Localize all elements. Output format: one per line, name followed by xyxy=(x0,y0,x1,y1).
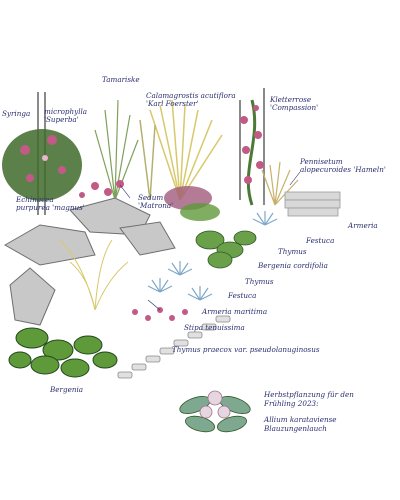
festuca-tufts xyxy=(147,211,278,301)
stone-wall xyxy=(284,191,341,217)
stepping-stones xyxy=(117,315,231,379)
label-syringa: Syringa xyxy=(2,109,31,118)
legend-line-1: Herbstpflanzung für den xyxy=(264,390,354,399)
label-tamariske: Tamariske xyxy=(102,75,140,84)
kletterrose xyxy=(240,99,264,206)
tamariske-shrub xyxy=(94,99,139,201)
label-bergenia-cordifolia: Bergenia cordifolia xyxy=(258,261,328,270)
label-armeria-right: Armeria xyxy=(348,221,378,230)
sedum-plant xyxy=(164,186,220,221)
armeria-maritima xyxy=(132,307,188,321)
rocks xyxy=(3,197,176,326)
label-festuca-right: Festuca xyxy=(306,236,335,245)
label-echinacea: Echinacea purpurea 'magnus' xyxy=(16,195,85,212)
label-festuca-lower: Festuca xyxy=(228,291,257,300)
label-pennisetum: Pennisetum alopecuroides 'Hameln' xyxy=(300,157,386,174)
label-thymus-praecox: Thymus praecox var. pseudolanuginosus xyxy=(172,345,320,354)
allium-illustration xyxy=(179,390,251,433)
label-bergenia: Bergenia xyxy=(50,385,84,394)
label-kletterrose: Kletterrose 'Compassion' xyxy=(270,95,319,112)
stipa-grass xyxy=(59,239,129,311)
bergenia-front xyxy=(8,327,118,378)
leader-lines xyxy=(119,171,301,311)
label-thymus-upper: Thymus xyxy=(278,247,307,256)
label-microphylla: microphylla 'Superba' xyxy=(44,107,88,124)
echinacea-flowers xyxy=(79,180,124,198)
pennisetum-grass xyxy=(261,161,299,206)
legend-line-3: Allium karataviense xyxy=(264,415,337,424)
calamagrostis-grass xyxy=(139,99,223,201)
legend-line-4: Blauzungenlauch xyxy=(264,424,327,433)
label-armeria-maritima: Armeria maritima xyxy=(202,307,268,316)
legend-line-2: Frühling 2023: xyxy=(264,399,319,408)
label-calamagrostis: Calamagrostis acutiflora 'Karl Foerster' xyxy=(146,91,236,108)
label-stipa: Stipa tenuissima xyxy=(184,323,245,332)
label-thymus-lower: Thymus xyxy=(245,277,274,286)
syringa-shrub xyxy=(2,129,82,201)
bergenia-cordifolia xyxy=(195,230,257,269)
label-sedum: Sedum 'Matrona' xyxy=(138,193,174,210)
